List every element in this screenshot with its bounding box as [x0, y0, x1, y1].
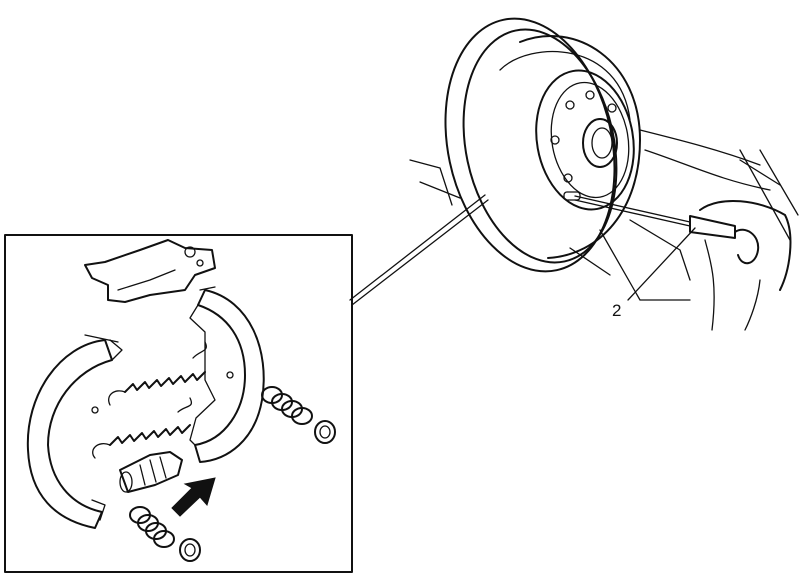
- upper-return-spring: [108, 341, 207, 406]
- hand-illustration: [699, 149, 799, 331]
- brake-disc-assembly: [444, 17, 641, 273]
- exploded-detail-panel: [4, 234, 353, 573]
- hold-down-spring-bottom: [129, 506, 201, 562]
- suspension-background: [409, 129, 781, 301]
- callout-2-label: 2: [612, 301, 621, 320]
- detail-leader-lines: [349, 194, 489, 306]
- callout-2: 2: [612, 227, 696, 320]
- right-brake-shoe: [189, 286, 265, 463]
- adjuster-lever: [84, 239, 216, 303]
- adjuster-screw: [119, 451, 183, 493]
- screwdriver-tool: [574, 195, 736, 239]
- left-brake-shoe: [26, 334, 123, 529]
- hold-down-spring-right: [261, 386, 336, 444]
- direction-arrow-icon: [171, 477, 216, 517]
- lower-return-spring: [92, 397, 193, 459]
